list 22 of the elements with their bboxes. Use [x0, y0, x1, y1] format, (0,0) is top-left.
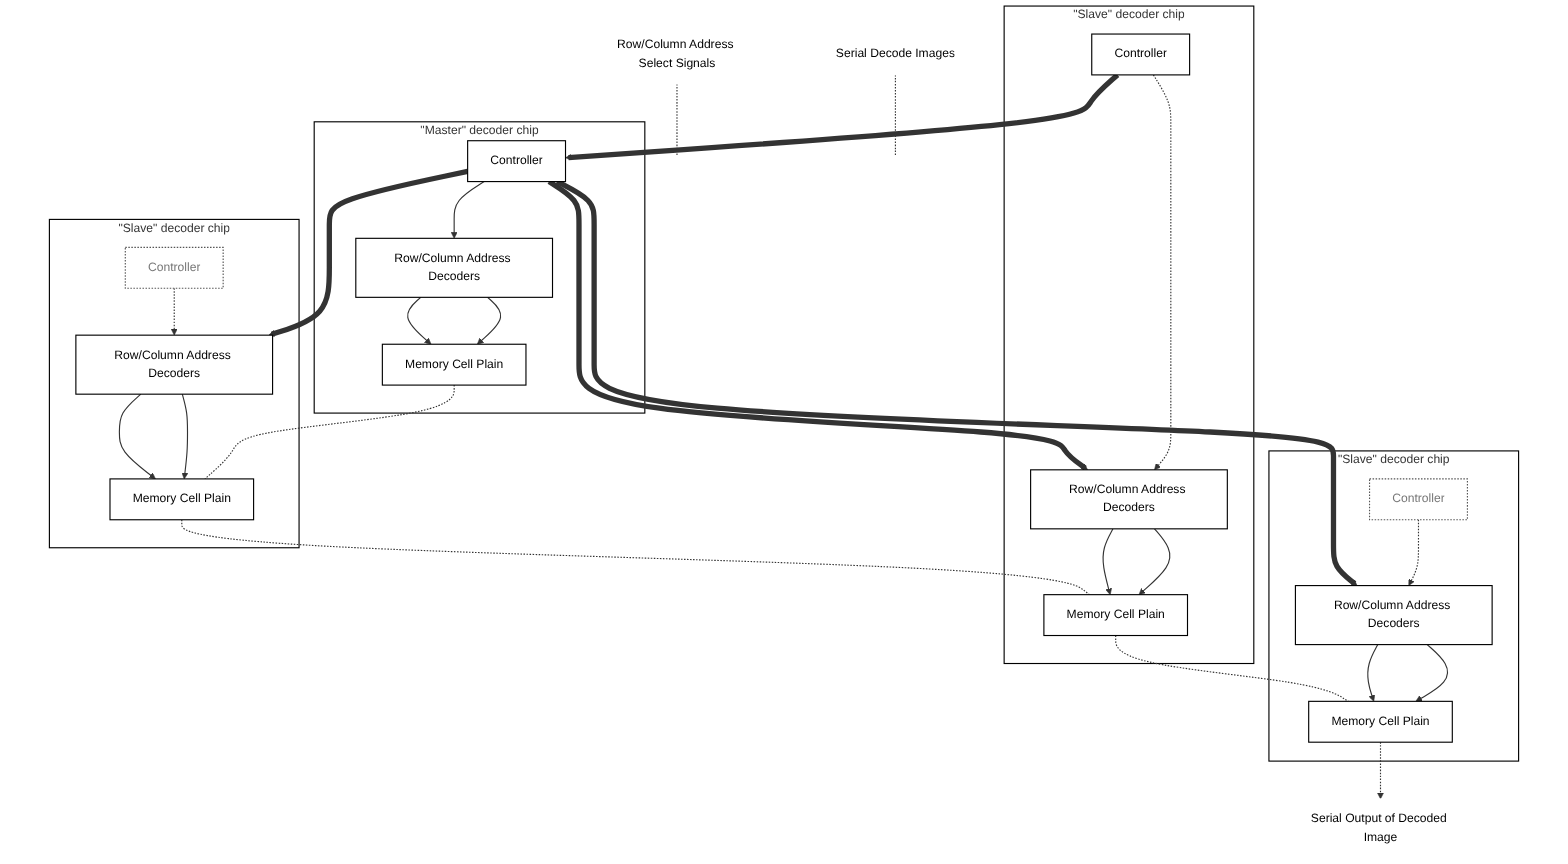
- arrow: [118, 393, 156, 480]
- connector: [181, 519, 1091, 596]
- arrow: [1408, 519, 1420, 586]
- arrow: [407, 296, 432, 345]
- connector: [894, 74, 896, 157]
- arrow: [1367, 644, 1379, 702]
- connector: [1115, 634, 1349, 702]
- arrow: [450, 181, 485, 239]
- arrow: [555, 179, 1358, 586]
- connector: [676, 83, 678, 157]
- arrow: [547, 179, 1088, 471]
- arrow: [565, 72, 1120, 161]
- arrow: [1102, 528, 1114, 595]
- arrow: [1152, 74, 1172, 471]
- arrow: [268, 168, 469, 337]
- connector: [204, 384, 455, 480]
- arrow: [1377, 741, 1384, 800]
- arrow: [181, 393, 189, 480]
- arrow: [170, 287, 178, 336]
- arrow: [477, 296, 502, 345]
- arrow: [1138, 528, 1171, 595]
- arrow: [1415, 644, 1449, 702]
